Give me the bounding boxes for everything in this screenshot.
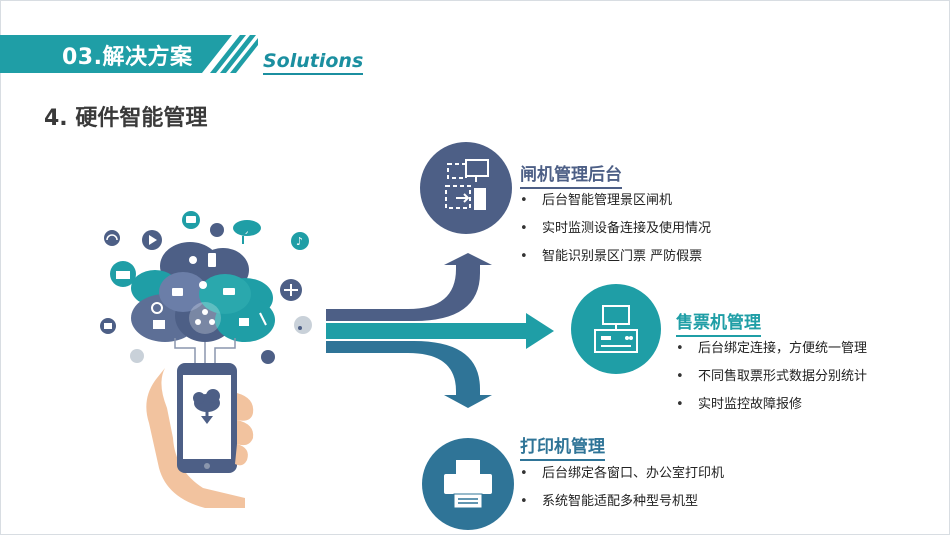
camera-icon	[100, 318, 116, 334]
cocktail-icon	[235, 228, 251, 244]
list-item: 实时监控故障报修	[676, 391, 867, 419]
fork-knife-icon	[261, 350, 275, 364]
list-item: 后台绑定连接，方便统一管理	[676, 335, 867, 363]
list-item: 智能识别景区门票 严防假票	[520, 243, 711, 271]
airplane-icon	[280, 279, 302, 301]
globe-icon	[130, 349, 144, 363]
subtitle: Solutions	[263, 50, 364, 75]
ticket-machine-feature-list: 后台绑定连接，方便统一管理 不同售取票形式数据分别统计 实时监控故障报修	[676, 335, 867, 419]
section-label: 03.解决方案	[62, 45, 193, 70]
list-item: 系统智能适配多种型号机型	[520, 488, 724, 516]
arrow-right	[326, 313, 554, 349]
list-item: 不同售取票形式数据分别统计	[676, 363, 867, 391]
svg-text:♪: ♪	[296, 235, 303, 248]
play-icon	[142, 230, 162, 250]
gate-icon	[420, 142, 512, 234]
cloud-download-icon	[193, 389, 220, 424]
wifi-icon	[210, 223, 224, 237]
printer-feature-list: 后台绑定各窗口、办公室打印机 系统智能适配多种型号机型	[520, 460, 724, 516]
printer-section-title: 打印机管理	[520, 436, 605, 461]
arrow-down	[326, 341, 492, 408]
arrow-up	[326, 253, 492, 321]
rss-icon	[294, 316, 312, 334]
list-item: 实时监测设备连接及使用情况	[520, 215, 711, 243]
music-icon: ♪	[291, 232, 309, 250]
printer-icon	[422, 438, 514, 530]
list-item: 后台智能管理景区闸机	[520, 187, 711, 215]
page-title: 4. 硬件智能管理	[44, 106, 208, 131]
ticket-machine-icon	[571, 284, 661, 374]
ticket-machine-section-title: 售票机管理	[676, 312, 761, 337]
list-item: 后台绑定各窗口、办公室打印机	[520, 460, 724, 488]
flow-arrows	[326, 253, 554, 408]
section-banner	[0, 35, 258, 73]
chat-icon	[182, 211, 200, 229]
gate-section-title: 闸机管理后台	[520, 164, 622, 189]
basket-icon	[110, 261, 136, 287]
gate-feature-list: 后台智能管理景区闸机 实时监测设备连接及使用情况 智能识别景区门票 严防假票	[520, 187, 711, 271]
headphones-icon	[104, 230, 120, 246]
cloud-phone-illustration: ♪	[100, 211, 312, 508]
